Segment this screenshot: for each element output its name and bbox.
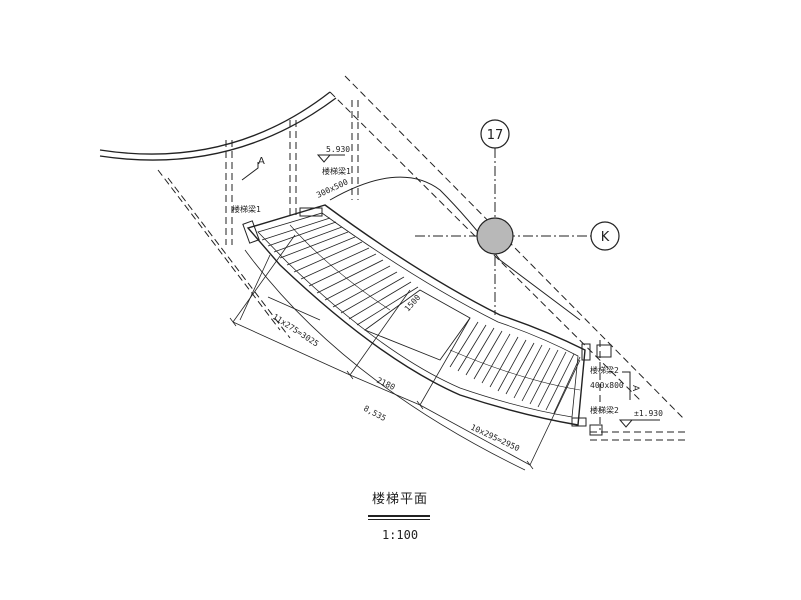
grid-bubble-k bbox=[590, 221, 620, 251]
grid-bubble-17 bbox=[480, 119, 510, 149]
section-mark-a-2: A bbox=[630, 385, 640, 392]
dim-flight-upper: 11x275=3025 bbox=[271, 312, 320, 349]
section-box-bottom bbox=[589, 424, 603, 436]
section-arrow-icon bbox=[241, 162, 259, 181]
section-mark-a: A bbox=[258, 156, 265, 167]
beam-label-left: 楼梯梁1 bbox=[232, 204, 261, 214]
beam-rect-top bbox=[299, 207, 323, 217]
drawing-title-block: 楼梯平面 1:100 bbox=[340, 488, 460, 542]
elevation-bottom-text: ±1.930 bbox=[634, 409, 663, 418]
grid-label-17: 17 bbox=[487, 128, 504, 143]
beam-size-right: 400x800 bbox=[590, 381, 624, 390]
upper-flight-midline bbox=[289, 224, 391, 311]
title-underline-thick bbox=[368, 515, 430, 517]
beam-label-right-2: 楼梯梁2 bbox=[590, 405, 619, 415]
grid-label-k: K bbox=[601, 230, 610, 245]
upper-flight-treads bbox=[261, 217, 419, 326]
beam-rect-right-top bbox=[581, 343, 591, 361]
elevation-marker-bottom bbox=[618, 419, 660, 428]
elevation-top-text: 5.930 bbox=[326, 145, 350, 154]
dimension-lines bbox=[229, 234, 581, 471]
beam-size-top: 300x500 bbox=[315, 177, 350, 199]
beam-rect-left bbox=[242, 220, 260, 244]
section-box-right bbox=[596, 344, 612, 358]
title-underline-thin bbox=[368, 519, 430, 520]
dim-landing-lower: 2180 bbox=[375, 376, 396, 392]
section-arrow-icon-right bbox=[622, 371, 631, 400]
lower-flight-midline bbox=[449, 349, 581, 391]
beam-label-top: 楼梯梁1 bbox=[322, 166, 351, 176]
lower-flight-treads bbox=[449, 321, 581, 414]
curved-wall-inner bbox=[99, 97, 337, 161]
stair-outline-outer bbox=[246, 204, 586, 426]
structural-column bbox=[476, 217, 514, 255]
drawing-title: 楼梯平面 bbox=[371, 492, 428, 507]
stair-outline-inner bbox=[257, 212, 579, 418]
beam-rect-right-bottom bbox=[571, 417, 587, 427]
dashed-outline-group bbox=[157, 75, 686, 441]
elevation-marker-top bbox=[316, 154, 345, 163]
dim-overall: 8,535 bbox=[362, 404, 388, 423]
grid-axes bbox=[415, 148, 592, 315]
curved-wall-outer bbox=[99, 91, 331, 155]
dim-flight-lower: 10x295=2950 bbox=[469, 423, 521, 454]
beam-label-right-1: 楼梯梁2 bbox=[590, 365, 619, 375]
drawing-scale: 1:100 bbox=[381, 528, 419, 542]
